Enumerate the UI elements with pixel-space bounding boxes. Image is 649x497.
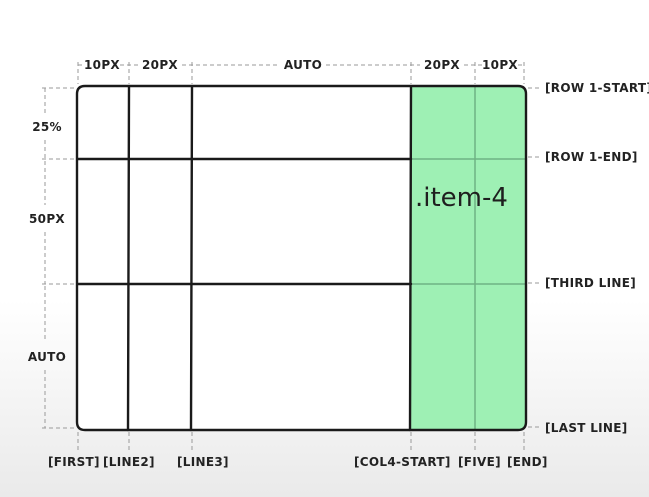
col-line-name-4: [COL4-START] <box>354 455 451 469</box>
row-guides <box>42 87 74 429</box>
row-size-1: 25% <box>32 120 62 134</box>
column-guides <box>77 62 525 84</box>
row-line-name-2: [ROW 1-END] <box>545 150 638 164</box>
item-4-inner-lines <box>411 87 526 429</box>
column-line-3 <box>189 85 194 432</box>
column-bottom-guides <box>77 432 525 450</box>
col-size-4: 20PX <box>424 58 460 72</box>
grid-lines <box>75 84 528 432</box>
column-size-labels: 10PX 20PX AUTO 20PX 10PX <box>84 58 518 72</box>
grid-outer-border <box>75 84 528 432</box>
item-4-label: .item-4 <box>415 183 508 213</box>
col-size-5: 10PX <box>482 58 518 72</box>
row-line-name-1: [ROW 1-START] <box>545 81 649 95</box>
column-line-2 <box>126 85 131 432</box>
row-size-labels: 25% 50PX AUTO <box>28 120 66 364</box>
col-line-name-5: [FIVE] <box>458 455 501 469</box>
row-line-name-4: [LAST LINE] <box>545 421 628 435</box>
col-size-2: 20PX <box>142 58 178 72</box>
row-line-names: [ROW 1-START] [ROW 1-END] [THIRD LINE] [… <box>545 81 649 435</box>
column-line-4 <box>408 85 413 432</box>
col-size-3: AUTO <box>284 58 322 72</box>
col-line-name-6: [END] <box>507 455 548 469</box>
item-4-area <box>411 86 526 430</box>
col-line-name-2: [LINE2] <box>103 455 155 469</box>
col-line-name-1: [FIRST] <box>48 455 100 469</box>
row-line-name-3: [THIRD LINE] <box>545 276 636 290</box>
col-line-name-3: [LINE3] <box>177 455 229 469</box>
row-size-2: 50PX <box>29 212 65 226</box>
column-line-names: [FIRST] [LINE2] [LINE3] [COL4-START] [FI… <box>48 455 548 469</box>
row-right-guides <box>528 87 542 428</box>
col-size-1: 10PX <box>84 58 120 72</box>
row-size-3: AUTO <box>28 350 66 364</box>
